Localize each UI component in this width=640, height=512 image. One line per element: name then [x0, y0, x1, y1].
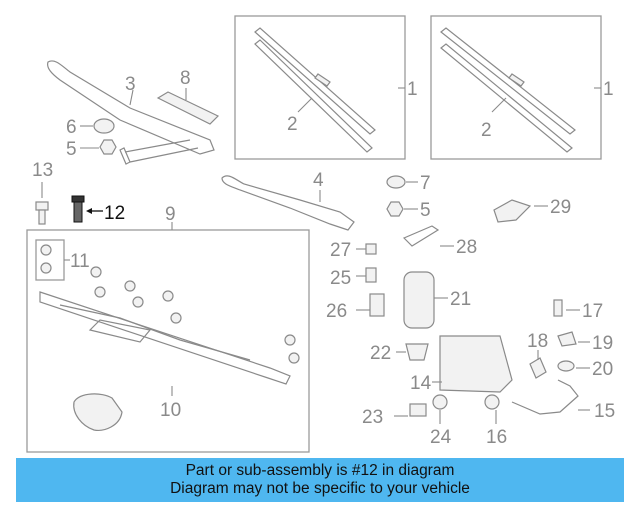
- callout-5-left: 5: [66, 139, 77, 160]
- callout-22: 22: [370, 343, 391, 364]
- callout-2-left: 2: [287, 114, 298, 135]
- cap-and-nut-right: [386, 175, 418, 217]
- callout-26: 26: [326, 301, 347, 322]
- banner-line-1: Part or sub-assembly is #12 in diagram: [185, 462, 455, 479]
- info-banner: Part or sub-assembly is #12 in diagram D…: [16, 458, 624, 502]
- callout-11: 11: [70, 251, 90, 272]
- callout-27: 27: [330, 240, 351, 261]
- washer-parts: [356, 199, 590, 424]
- callout-5-right: 5: [420, 200, 431, 221]
- wiper-blade-box-right: [430, 15, 602, 160]
- callout-21: 21: [450, 289, 471, 310]
- wiper-linkage-box: [26, 222, 310, 453]
- callout-25: 25: [330, 268, 351, 289]
- wiper-arm-right: [221, 175, 355, 231]
- callout-8: 8: [180, 68, 191, 89]
- callout-1-left: 1: [407, 79, 418, 100]
- callout-1-right: 1: [603, 79, 614, 100]
- cap-and-nut-left: [80, 118, 117, 155]
- cover-strip: [156, 88, 220, 125]
- wiper-blade-box-left: [234, 15, 406, 160]
- callout-2-right: 2: [481, 120, 492, 141]
- callout-10: 10: [160, 400, 181, 421]
- callout-28: 28: [456, 237, 477, 258]
- bolt-12-highlighted: [71, 195, 103, 223]
- banner-line-2: Diagram may not be specific to your vehi…: [170, 480, 470, 497]
- bolt-13: [35, 182, 49, 225]
- callout-23: 23: [362, 407, 383, 428]
- callout-12: 12: [104, 203, 125, 224]
- callout-16: 16: [486, 427, 507, 448]
- callout-19: 19: [592, 333, 613, 354]
- callout-9: 9: [165, 204, 176, 225]
- callout-14: 14: [410, 373, 432, 394]
- callout-3: 3: [125, 74, 136, 95]
- callout-15: 15: [594, 401, 615, 422]
- callout-17: 17: [582, 301, 603, 322]
- parts-diagram: 1 2 1 2 3 8 6 5 4: [26, 15, 615, 453]
- callout-6: 6: [66, 117, 77, 138]
- wiper-arm-left: [47, 60, 215, 165]
- callout-4: 4: [313, 170, 324, 191]
- callout-29: 29: [550, 197, 571, 218]
- callout-13: 13: [32, 160, 53, 181]
- callout-7: 7: [420, 173, 431, 194]
- callout-18: 18: [527, 331, 548, 352]
- callout-20: 20: [592, 359, 613, 380]
- callout-24: 24: [430, 427, 452, 448]
